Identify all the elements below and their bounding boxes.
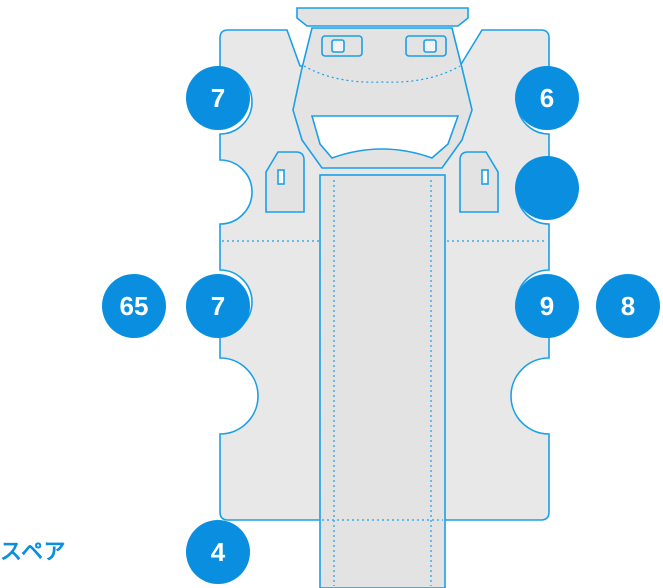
center-strip (319, 174, 446, 588)
svg-text:7: 7 (211, 291, 225, 321)
svg-text:65: 65 (120, 291, 149, 321)
badge-right-top: 6 (515, 66, 579, 130)
right-eye-inner (423, 39, 437, 53)
left-eye-inner (331, 39, 345, 53)
svg-text:4: 4 (211, 537, 226, 567)
head-fold (303, 65, 461, 83)
svg-text:7: 7 (211, 83, 225, 113)
left-side-tab (265, 151, 305, 213)
svg-text:6: 6 (540, 83, 554, 113)
badge-left-lower: 7 (186, 274, 250, 338)
badge-bottom: 4 (186, 520, 250, 584)
badge-far-right: 8 (596, 274, 660, 338)
badge-right-middle (515, 156, 579, 220)
badge-far-left: 65 (102, 274, 166, 338)
spare-label: スペア (0, 540, 66, 565)
svg-text:9: 9 (540, 291, 554, 321)
badge-left-top: 7 (186, 66, 250, 130)
right-side-tab (459, 151, 499, 213)
badge-right-lower: 9 (515, 274, 579, 338)
mouth-cutout (310, 115, 460, 159)
svg-text:8: 8 (621, 291, 635, 321)
left-tab-slot (277, 169, 285, 185)
right-tab-slot (481, 169, 489, 185)
visor-strip (296, 7, 469, 27)
